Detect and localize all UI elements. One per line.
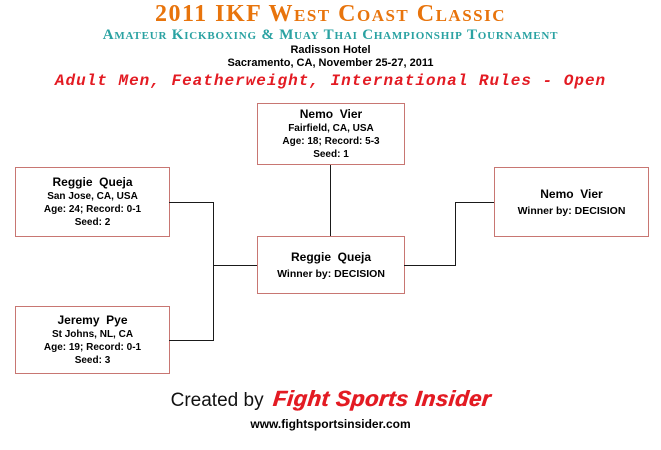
winner-result: Winner by: DECISION xyxy=(517,204,626,217)
location-date: Sacramento, CA, November 25-27, 2011 xyxy=(227,57,434,69)
fighter-location: St Johns, NL, CA xyxy=(51,329,134,340)
fighter-location: Fairfield, CA, USA xyxy=(288,123,374,134)
website-url: www.fightsportsinsider.com xyxy=(250,417,411,431)
bracket-connector-semifinal-in xyxy=(213,265,257,266)
bracket-connector-seed1-down xyxy=(330,165,331,236)
venue-name: Radisson Hotel xyxy=(290,44,371,56)
bracket-connector-semifinal-out xyxy=(404,265,455,266)
fighter-card-seed1: Nemo Vier Fairfield, CA, USA Age: 18; Re… xyxy=(257,103,405,165)
page-title: 2011 IKF West Coast Classic xyxy=(154,1,507,27)
fight-sports-insider-logo: Fight Sports Insider xyxy=(271,386,492,411)
semifinal-winner-card: Reggie Queja Winner by: DECISION xyxy=(257,236,405,294)
fighter-card-seed3: Jeremy Pye St Johns, NL, CA Age: 19; Rec… xyxy=(15,306,170,374)
fighter-location: San Jose, CA, USA xyxy=(47,191,138,202)
page-subtitle: Amateur Kickboxing & Muay Thai Champions… xyxy=(102,27,559,43)
fighter-name: Reggie Queja xyxy=(52,175,133,189)
footer: Created by Fight Sports Insider xyxy=(0,386,661,412)
division-title: Adult Men, Featherweight, International … xyxy=(54,72,607,90)
final-winner-card: Nemo Vier Winner by: DECISION xyxy=(494,167,649,237)
fighter-age-record: Age: 24; Record: 0-1 xyxy=(43,204,142,215)
fighter-seed: Seed: 3 xyxy=(74,355,111,366)
fighter-card-seed2: Reggie Queja San Jose, CA, USA Age: 24; … xyxy=(15,167,170,237)
bracket-connector-right-vertical xyxy=(455,202,456,266)
created-by-text: Created by xyxy=(170,390,264,411)
bracket-connector-seed3-out xyxy=(169,340,214,341)
winner-result: Winner by: DECISION xyxy=(277,267,385,280)
bracket-connector-left-vertical xyxy=(213,202,214,341)
fighter-name: Jeremy Pye xyxy=(57,313,128,327)
bracket-connector-seed2-out xyxy=(169,202,214,203)
fighter-age-record: Age: 18; Record: 5-3 xyxy=(282,136,380,147)
fighter-name: Nemo Vier xyxy=(299,107,363,121)
winner-name: Nemo Vier xyxy=(540,186,603,201)
fighter-seed: Seed: 2 xyxy=(74,217,111,228)
fighter-seed: Seed: 1 xyxy=(313,149,349,160)
bracket-connector-final-in xyxy=(455,202,494,203)
fighter-age-record: Age: 19; Record: 0-1 xyxy=(43,342,142,353)
winner-name: Reggie Queja xyxy=(290,249,372,264)
